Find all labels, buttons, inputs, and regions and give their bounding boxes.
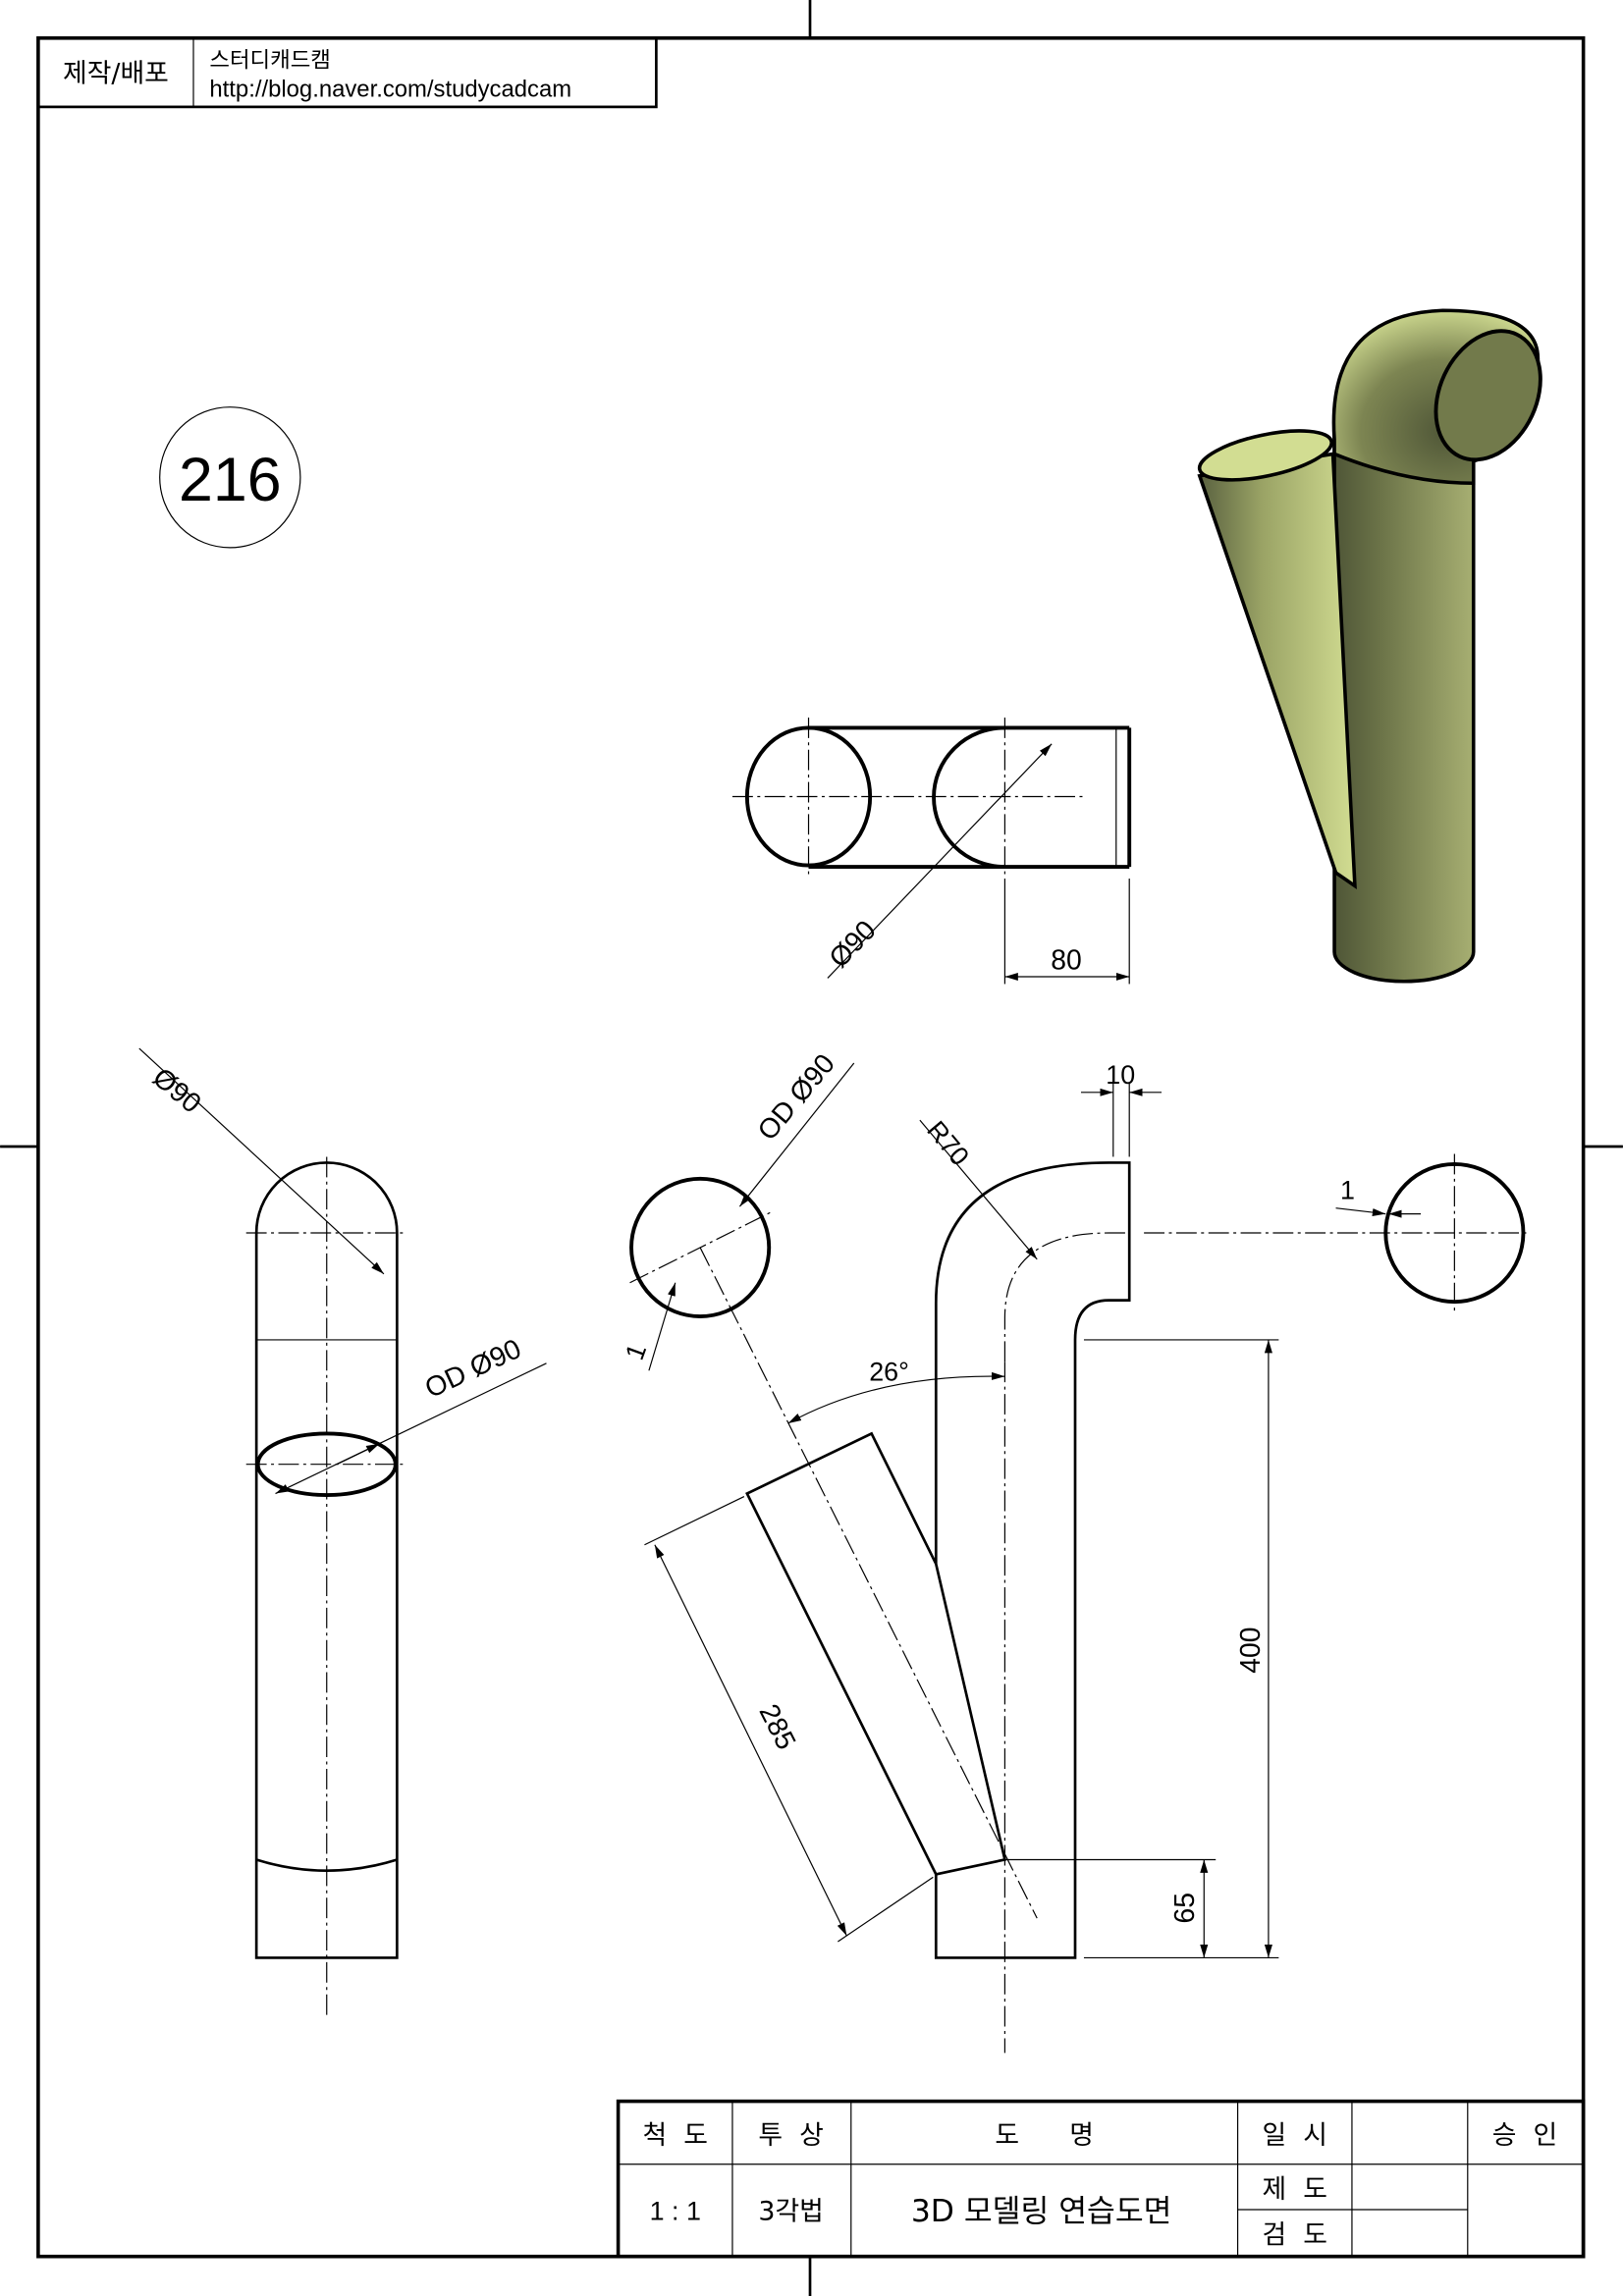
approval-label: 승 인	[1492, 2120, 1557, 2151]
side-view: Ø90 OD Ø90	[138, 1047, 547, 2018]
dim-top-diameter: Ø90	[823, 915, 882, 975]
dim-branch-thickness: 1	[620, 1340, 652, 1363]
dim-end-thickness: 1	[1340, 1176, 1355, 1205]
drawing-number-badge: 216	[159, 406, 301, 549]
projection-value: 3각법	[758, 2196, 823, 2226]
dim-elbow-offset: 10	[1106, 1060, 1135, 1090]
dim-side-od: OD Ø90	[420, 1333, 526, 1405]
top-view: Ø90 80	[731, 717, 1132, 985]
drawn-label: 제 도	[1263, 2174, 1327, 2205]
drawing-number: 216	[179, 446, 282, 514]
header-url: http://blog.naver.com/studycadcam	[209, 76, 571, 102]
dim-branch-length: 285	[753, 1699, 802, 1755]
dim-branch-od: OD Ø90	[752, 1048, 841, 1147]
checked-label: 검 도	[1263, 2219, 1327, 2250]
dim-top-length: 80	[1051, 945, 1082, 977]
dim-side-diameter: Ø90	[146, 1062, 207, 1120]
scale-label: 척 도	[643, 2120, 708, 2151]
scale-value: 1 : 1	[650, 2196, 701, 2225]
date-label: 일 시	[1263, 2120, 1327, 2151]
title-block: 척 도 투 상 도 명 일 시 승 인 1 : 1 3각법 3D 모델링 연습도…	[616, 2099, 1586, 2259]
header-author: 스터디캐드캠	[209, 48, 330, 74]
drawing-name-label: 도 명	[995, 2120, 1094, 2151]
right-end-view: 1	[1335, 1153, 1526, 1312]
dim-height: 400	[1235, 1628, 1267, 1674]
header-box: 제작/배포 스터디캐드캠 http://blog.naver.com/study…	[36, 36, 658, 109]
projection-label: 투 상	[758, 2120, 823, 2151]
dim-branch-height: 65	[1169, 1893, 1201, 1924]
header-label: 제작/배포	[63, 59, 169, 89]
dim-angle: 26°	[869, 1358, 909, 1387]
dim-elbow-radius: R70	[921, 1115, 975, 1171]
branch-end-view: OD Ø90 1	[620, 1048, 1038, 1919]
front-view: R70 10 26° 285 400 65	[644, 1060, 1531, 2054]
drawing-name-value: 3D 모델링 연습도면	[911, 2194, 1172, 2229]
isometric-3d-model	[1197, 308, 1542, 984]
